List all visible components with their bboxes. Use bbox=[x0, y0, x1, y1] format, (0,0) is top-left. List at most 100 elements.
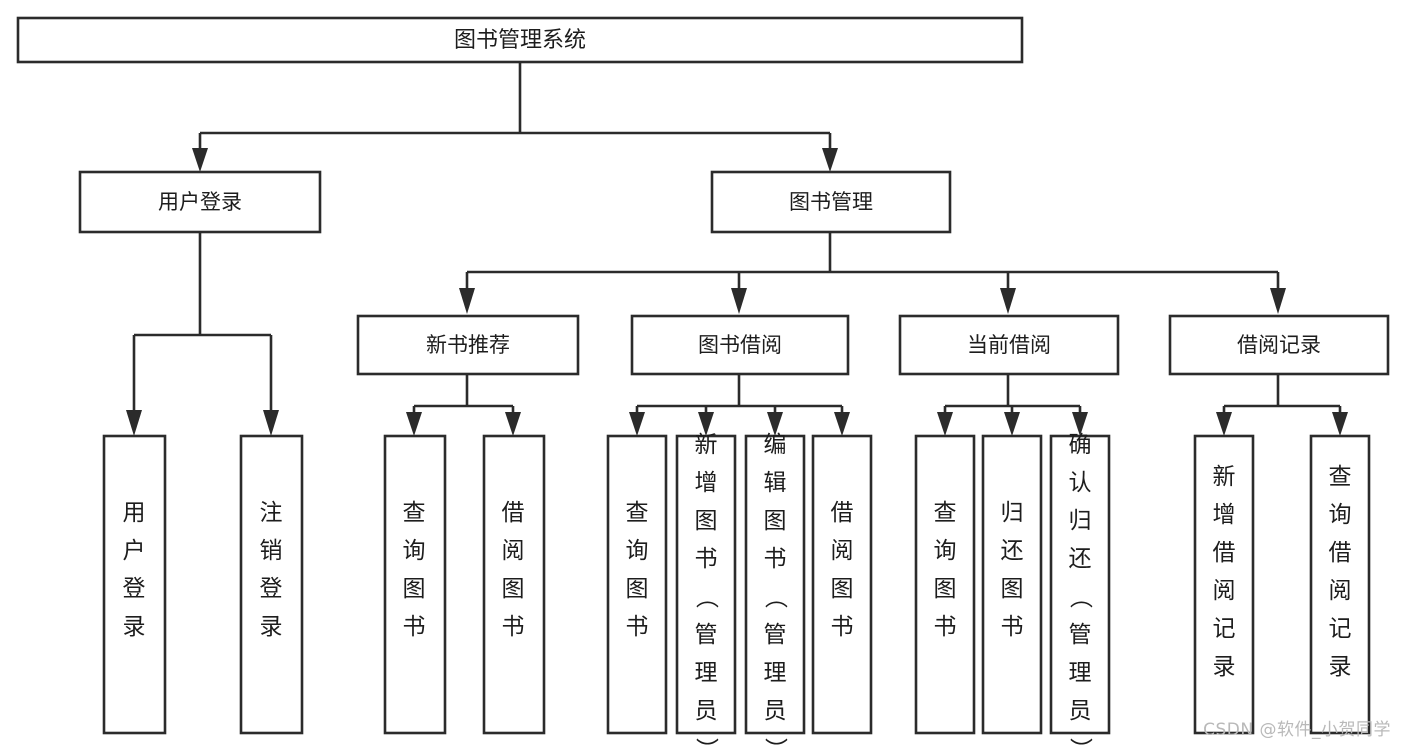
svg-text:记: 记 bbox=[1213, 616, 1236, 642]
svg-text:图: 图 bbox=[1001, 576, 1024, 602]
node-borrow-record[interactable]: 借阅记录 bbox=[1168, 314, 1390, 376]
node-book-manage-label: 图书管理 bbox=[789, 190, 873, 214]
leaf-current-borrow-2-box[interactable] bbox=[981, 434, 1043, 735]
svg-text:图: 图 bbox=[695, 508, 718, 534]
svg-text:询: 询 bbox=[403, 538, 426, 564]
svg-text:书: 书 bbox=[695, 546, 718, 572]
arrowhead-bookborrow-leaf4 bbox=[834, 412, 850, 436]
svg-text:销: 销 bbox=[260, 538, 283, 564]
svg-text:图: 图 bbox=[764, 508, 787, 534]
svg-text:辑: 辑 bbox=[764, 470, 787, 496]
svg-text:归: 归 bbox=[1001, 500, 1024, 526]
leaf-borrow-record-2-box[interactable] bbox=[1309, 434, 1371, 735]
node-book-manage-box[interactable] bbox=[710, 170, 952, 234]
svg-text:用: 用 bbox=[123, 500, 146, 526]
svg-text:查: 查 bbox=[626, 500, 649, 526]
svg-text:）: ） bbox=[693, 738, 719, 747]
leaf-new-book-2-box[interactable] bbox=[482, 434, 546, 735]
node-root[interactable]: 图书管理系统 bbox=[16, 16, 1024, 64]
svg-text:书: 书 bbox=[831, 614, 854, 640]
svg-text:新: 新 bbox=[1213, 464, 1236, 490]
connector-layer bbox=[126, 62, 1348, 436]
arrowhead-book-borrow bbox=[731, 288, 747, 314]
leaf-user-login-1[interactable]: 用户登录 bbox=[102, 434, 167, 735]
node-user-login[interactable]: 用户登录 bbox=[78, 170, 322, 234]
leaf-user-login-1-box[interactable] bbox=[102, 434, 167, 735]
node-current-borrow[interactable]: 当前借阅 bbox=[898, 314, 1120, 376]
node-book-borrow-box[interactable] bbox=[630, 314, 850, 376]
svg-text:新: 新 bbox=[695, 432, 718, 458]
arrowhead-borrowrecord-leaf1 bbox=[1216, 412, 1232, 436]
arrowhead-book-manage bbox=[822, 148, 838, 172]
svg-text:书: 书 bbox=[934, 614, 957, 640]
node-current-borrow-label: 当前借阅 bbox=[967, 333, 1051, 357]
svg-text:还: 还 bbox=[1001, 538, 1024, 564]
leaf-new-book-1-box[interactable] bbox=[383, 434, 447, 735]
leaf-book-borrow-4-box[interactable] bbox=[811, 434, 873, 735]
node-book-manage[interactable]: 图书管理 bbox=[710, 170, 952, 234]
svg-text:增: 增 bbox=[695, 470, 718, 496]
svg-text:管: 管 bbox=[695, 622, 718, 648]
leaf-user-login-1-label: 用户登录 bbox=[123, 500, 146, 640]
svg-text:）: ） bbox=[1067, 738, 1093, 747]
leaf-book-borrow-3-box[interactable] bbox=[744, 434, 806, 735]
svg-text:增: 增 bbox=[1213, 502, 1236, 528]
leaf-current-borrow-1-box[interactable] bbox=[914, 434, 976, 735]
svg-text:员: 员 bbox=[1069, 698, 1092, 724]
svg-text:）: ） bbox=[762, 738, 788, 747]
node-new-book-recommend-box[interactable] bbox=[356, 314, 580, 376]
node-current-borrow-box[interactable] bbox=[898, 314, 1120, 376]
leaf-book-borrow-2-box[interactable] bbox=[675, 434, 737, 735]
node-user-login-box[interactable] bbox=[78, 170, 322, 234]
node-borrow-record-label: 借阅记录 bbox=[1237, 333, 1321, 357]
svg-text:阅: 阅 bbox=[502, 538, 525, 564]
svg-text:认: 认 bbox=[1069, 470, 1092, 496]
svg-text:确: 确 bbox=[1069, 432, 1092, 458]
leaf-current-borrow-3-box[interactable] bbox=[1049, 434, 1111, 735]
node-root-box[interactable] bbox=[16, 16, 1024, 64]
svg-text:记: 记 bbox=[1329, 616, 1352, 642]
svg-text:图: 图 bbox=[502, 576, 525, 602]
svg-text:理: 理 bbox=[695, 660, 718, 686]
svg-text:图: 图 bbox=[831, 576, 854, 602]
node-book-borrow[interactable]: 图书借阅 bbox=[630, 314, 850, 376]
node-new-book-recommend[interactable]: 新书推荐 bbox=[356, 314, 580, 376]
arrowhead-borrowrecord-leaf2 bbox=[1332, 412, 1348, 436]
svg-text:阅: 阅 bbox=[831, 538, 854, 564]
node-borrow-record-box[interactable] bbox=[1168, 314, 1390, 376]
arrowhead-new-book-recommend bbox=[459, 288, 475, 314]
leaf-book-borrow-1-box[interactable] bbox=[606, 434, 668, 735]
svg-text:户: 户 bbox=[123, 538, 146, 564]
svg-text:图: 图 bbox=[934, 576, 957, 602]
arrowhead-bookborrow-leaf1 bbox=[629, 412, 645, 436]
svg-text:借: 借 bbox=[1213, 540, 1236, 566]
leaf-user-login-2-box[interactable] bbox=[239, 434, 304, 735]
leaf-borrow-record-1-box[interactable] bbox=[1193, 434, 1255, 735]
node-root-label: 图书管理系统 bbox=[454, 28, 586, 53]
svg-text:录: 录 bbox=[1213, 654, 1236, 680]
svg-text:借: 借 bbox=[831, 500, 854, 526]
arrowhead-bookborrow-leaf3 bbox=[767, 412, 783, 436]
